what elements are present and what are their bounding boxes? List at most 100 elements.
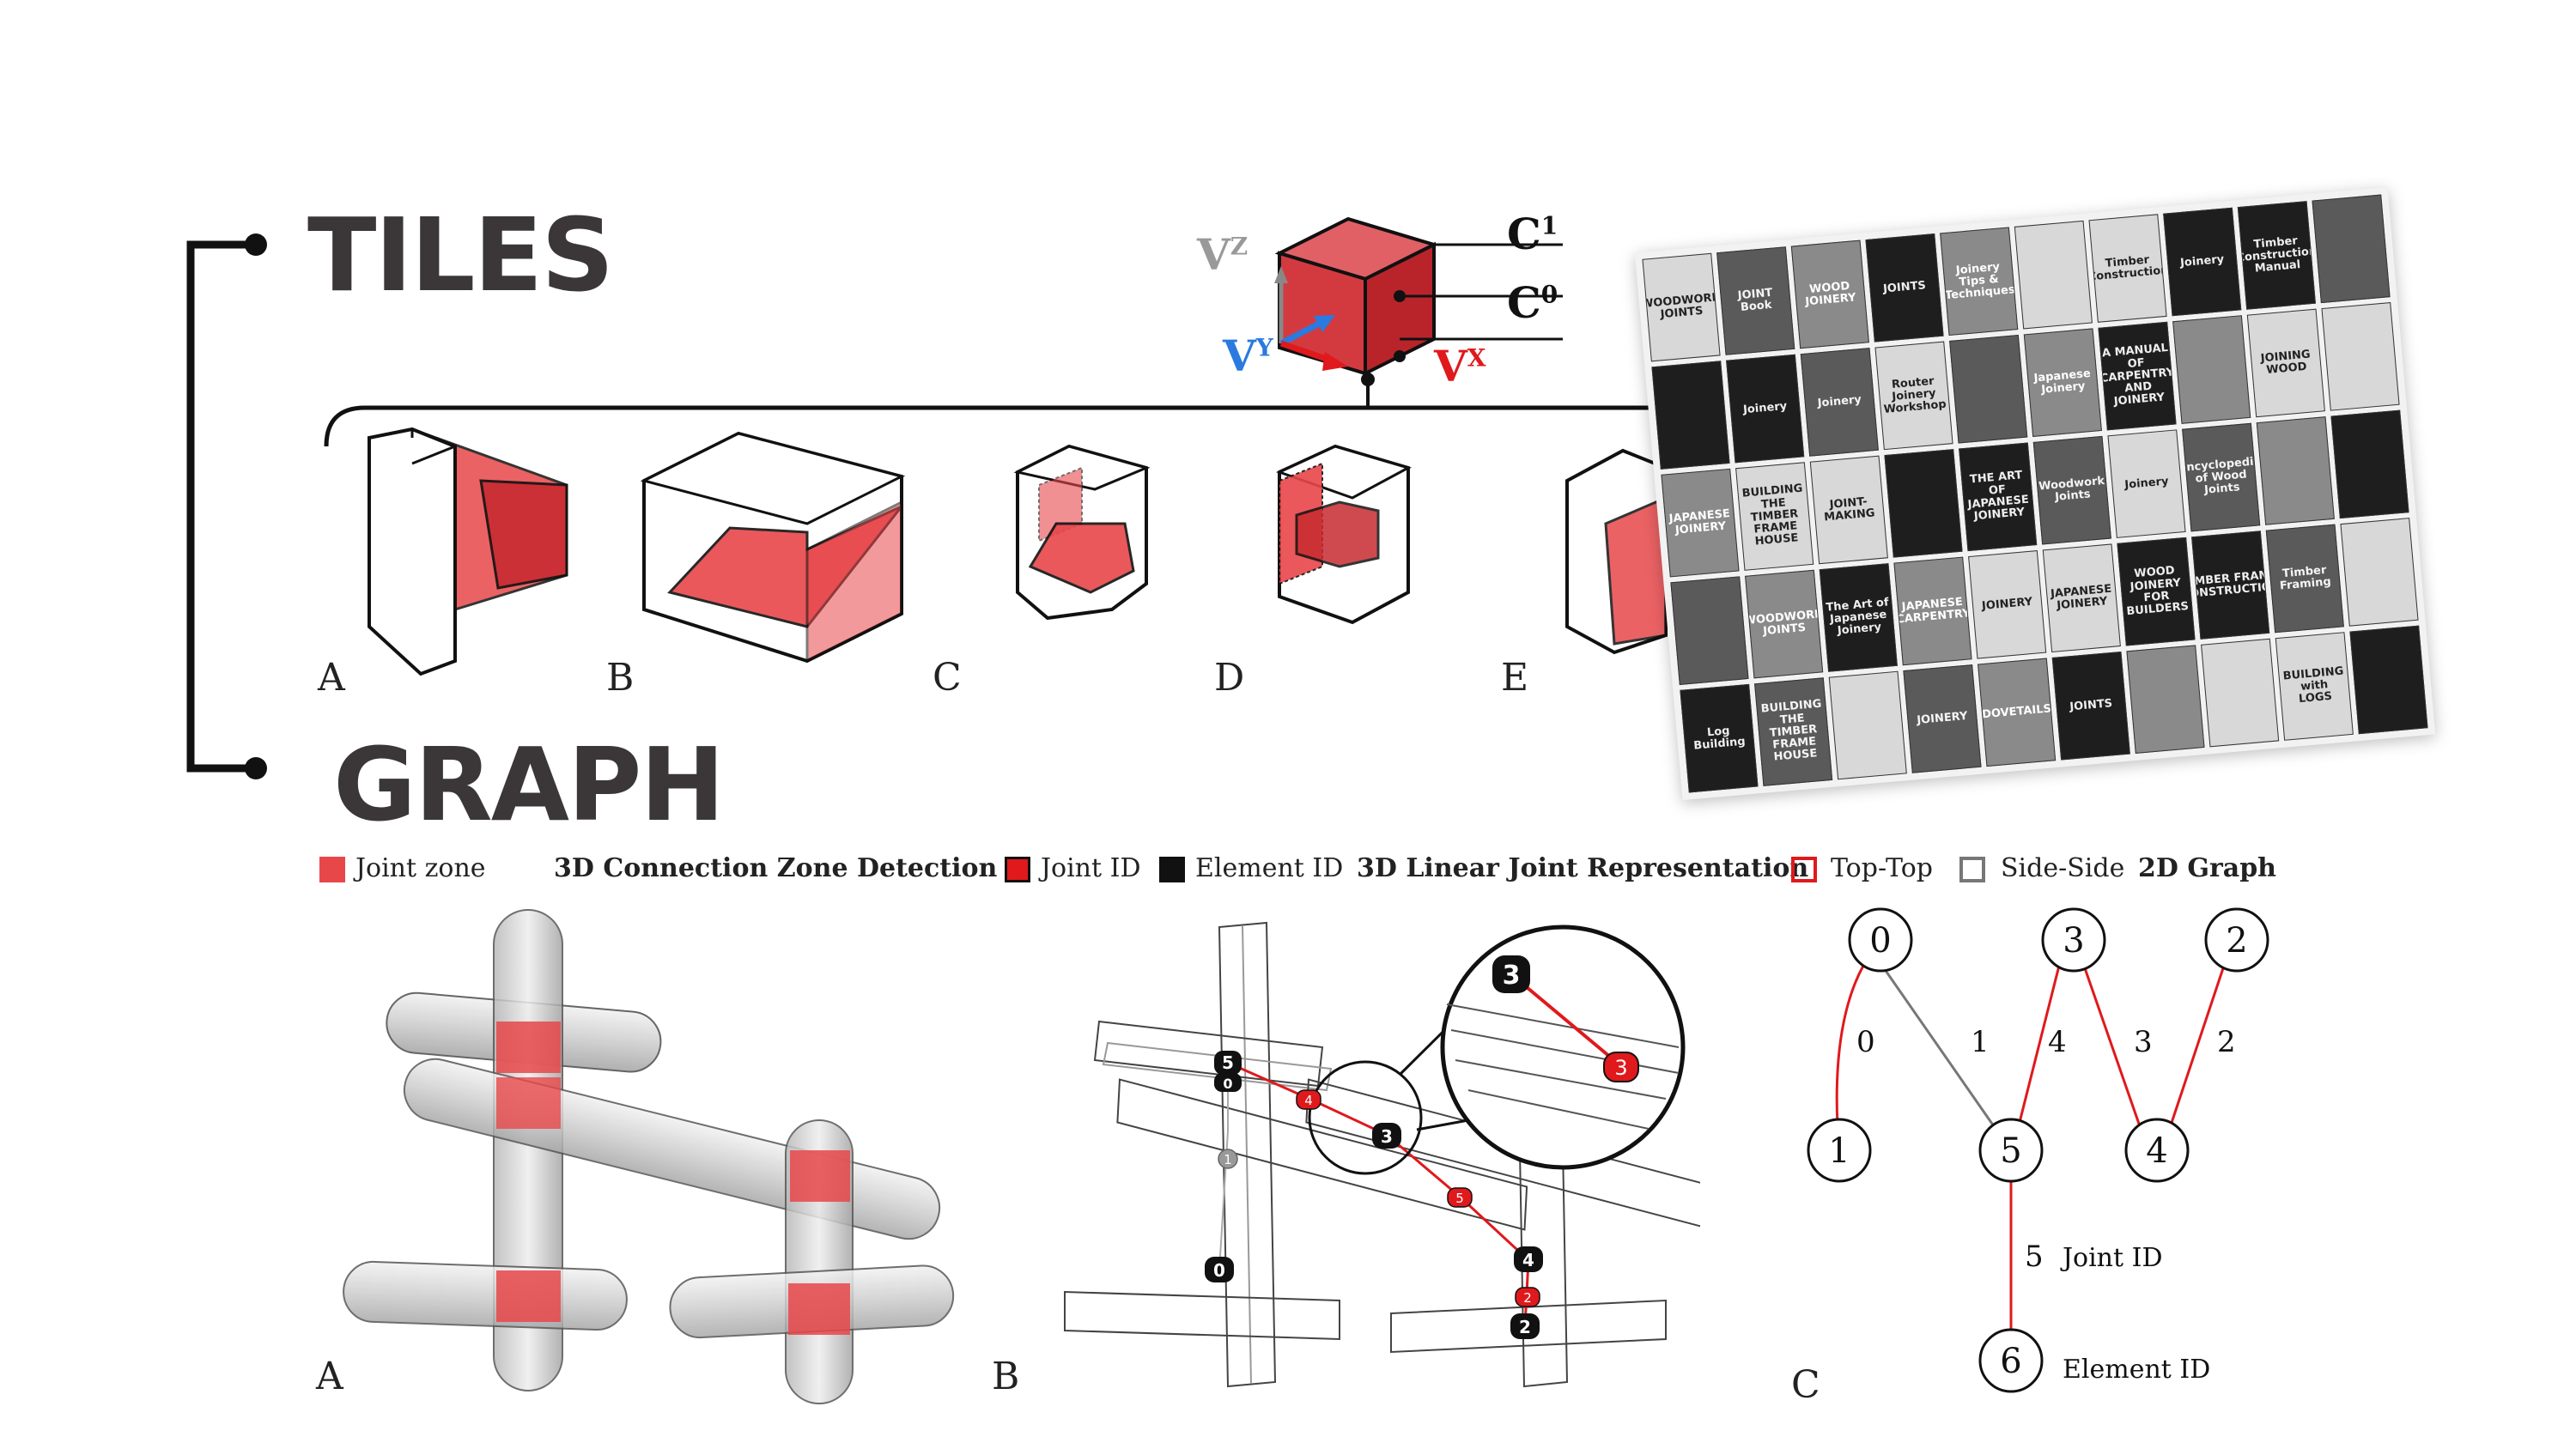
- element-marker-0: 0: [1213, 1260, 1225, 1281]
- edge-label-0: 0: [1856, 1025, 1875, 1059]
- tile-letter-e: E: [1501, 656, 1529, 700]
- edge-label-3: 3: [2134, 1025, 2153, 1059]
- book-cover: JOINTS: [2051, 651, 2130, 761]
- book-cover: Joinery Tips & Techniques: [1940, 227, 2019, 336]
- tile-e: [1565, 448, 1668, 655]
- book-cover: TIMBER FRAME CONSTRUCTION: [2191, 530, 2270, 640]
- graph-node-0: 0: [1869, 921, 1891, 961]
- book-cover: JOINING WOOD: [2246, 308, 2325, 418]
- tile-letter-a: A: [318, 656, 345, 700]
- graph-node-2: 2: [2226, 921, 2247, 961]
- zoom-element-marker: 3: [1503, 961, 1521, 991]
- connection-zone-panel: [343, 909, 955, 1404]
- book-cover: JAPANESE CARPENTRY: [1893, 556, 1972, 666]
- book-cover: THE ART OF JAPANESE JOINERY: [1959, 442, 2038, 552]
- book-cover: [2340, 518, 2419, 627]
- vector-x-label: VX: [1434, 341, 1486, 391]
- book-cover: Japanese Joinery: [2023, 328, 2102, 437]
- book-cover: [2201, 638, 2280, 748]
- book-cover: WOODWORK JOINTS: [1642, 252, 1721, 362]
- book-cover: WOOD JOINERY FOR BUILDERS: [2117, 537, 2196, 646]
- book-cover: [2312, 194, 2391, 304]
- graph-node-1: 1: [1828, 1131, 1850, 1171]
- book-cover: Router Joinery Workshop: [1874, 341, 1953, 451]
- graph-letter-b: B: [992, 1355, 1020, 1398]
- element-marker-0-top: 0: [1223, 1076, 1232, 1092]
- annotation-joint-id: Joint ID: [2060, 1243, 2163, 1273]
- book-cover: [2014, 220, 2093, 330]
- legend-title-b: 3D Linear Joint Representation: [1357, 853, 1809, 883]
- book-cover: [1651, 361, 1730, 470]
- joint-marker-5: 5: [1455, 1191, 1464, 1206]
- linear-joint-panel: 3 3 5 0 3 4 0 2 4 5 2 1: [1064, 921, 1700, 1388]
- vector-z-label: VZ: [1197, 229, 1249, 280]
- legend-joint-zone: Joint zone: [355, 853, 486, 883]
- legend-joint-id: Joint ID: [1041, 853, 1141, 883]
- book-cover: [2321, 302, 2400, 411]
- book-cover: Timber Construction Manual: [2237, 201, 2316, 310]
- joint-marker-1: 1: [1224, 1152, 1232, 1167]
- tile-d: [1276, 444, 1412, 625]
- tile-letter-b: B: [606, 656, 635, 700]
- book-cover: [2172, 315, 2251, 424]
- book-cover: [2126, 645, 2205, 754]
- element-id-swatch: [1159, 857, 1185, 882]
- joint-id-swatch: [1005, 857, 1030, 882]
- book-cover: JOINTS: [1865, 233, 1944, 343]
- book-cover: WOOD JOINERY: [1790, 239, 1869, 349]
- heading-graph: GRAPH: [333, 725, 725, 844]
- book-cover: DOVETAILS: [1978, 658, 2057, 767]
- legend-top-top: Top-Top: [1831, 853, 1933, 883]
- side-side-swatch: [1959, 857, 1985, 882]
- book-cover: The Art of Japanese Joinery: [1819, 563, 1898, 672]
- edge-label-2: 2: [2217, 1025, 2236, 1059]
- joint-marker-4: 4: [1304, 1093, 1313, 1108]
- book-cover: BUILDING with LOGS: [2275, 632, 2354, 741]
- book-cover: Joinery: [2107, 429, 2186, 538]
- book-cover: BUILDING THE TIMBER FRAME HOUSE: [1754, 677, 1833, 786]
- heading-tiles: TILES: [307, 196, 614, 314]
- book-cover: Joinery: [2163, 207, 2242, 317]
- book-cover: Timber Construction: [2088, 214, 2167, 323]
- book-cover: Encyclopedia of Wood Joints: [2182, 422, 2261, 532]
- book-cover: Log Building: [1680, 683, 1759, 793]
- element-marker-4: 4: [1522, 1250, 1534, 1270]
- joint-graph-panel: 0 3 2 1 5 4 6 0 1 4 3 2 5 Joint ID Eleme…: [1807, 907, 2269, 1393]
- book-cover: Timber Framing: [2265, 524, 2344, 634]
- book-cover: JOINERY: [1903, 664, 1982, 773]
- top-top-swatch: [1791, 857, 1817, 882]
- graph-letter-c: C: [1791, 1363, 1820, 1407]
- annotation-element-id: Element ID: [2063, 1355, 2210, 1385]
- book-cover: [1828, 670, 1907, 780]
- contact-c1-label: C1: [1507, 209, 1558, 259]
- legend-title-c: 2D Graph: [2138, 853, 2276, 883]
- tile-letter-d: D: [1214, 656, 1245, 700]
- book-cover: BUILDING THE TIMBER FRAME HOUSE: [1735, 462, 1814, 571]
- graph-node-5: 5: [2000, 1131, 2021, 1171]
- zoom-joint-marker: 3: [1614, 1056, 1627, 1080]
- book-cover: JOINT-MAKING: [1809, 455, 1888, 565]
- book-cover: [2330, 409, 2409, 519]
- tile-letter-c: C: [933, 656, 962, 700]
- graph-node-6: 6: [2000, 1342, 2021, 1381]
- contact-c0-label: C0: [1507, 277, 1558, 328]
- graph-node-4: 4: [2146, 1131, 2167, 1171]
- legend-side-side: Side-Side: [2001, 853, 2125, 883]
- book-cover: Joinery: [1800, 348, 1879, 457]
- element-marker-5: 5: [1222, 1052, 1234, 1073]
- edge-label-5: 5: [2025, 1240, 2044, 1274]
- tile-c: [1013, 444, 1151, 621]
- book-cover: JOINT Book: [1716, 246, 1795, 355]
- element-marker-2: 2: [1519, 1317, 1531, 1337]
- book-cover: [1670, 576, 1749, 685]
- book-cover: WOODWORK JOINTS: [1745, 569, 1824, 679]
- book-cover: [1884, 449, 1963, 558]
- book-cover: A MANUAL OF CARPENTRY AND JOINERY: [2098, 321, 2177, 431]
- orientation-cube: [1274, 216, 1563, 377]
- book-cover: JOINERY: [1968, 550, 2047, 659]
- vector-y-label: VY: [1223, 330, 1273, 381]
- book-cover: [1949, 334, 2028, 444]
- graph-letter-a: A: [316, 1355, 343, 1398]
